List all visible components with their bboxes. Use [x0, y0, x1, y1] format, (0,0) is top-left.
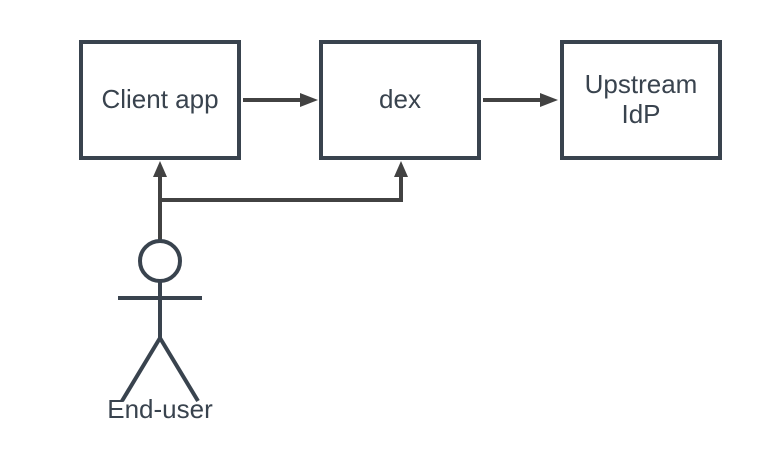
arrowhead-icon-end-user-to-client-app: [153, 161, 167, 177]
arrowhead-icon-dex-to-upstream-idp: [540, 93, 558, 107]
node-client-app: Client app: [79, 40, 241, 160]
actor-leg-right-icon: [158, 336, 200, 403]
arrowhead-icon-end-user-to-dex: [394, 161, 408, 177]
node-upstream-idp: Upstream IdP: [560, 40, 722, 160]
actor-leg-left-icon: [120, 336, 162, 403]
node-upstream-idp-label: Upstream IdP: [584, 69, 698, 129]
arrowhead-icon-client-app-to-dex: [300, 93, 318, 107]
end-user-actor-icon: [118, 239, 202, 403]
node-client-app-label: Client app: [101, 84, 219, 115]
actor-head-icon: [138, 239, 182, 283]
actor-label-end-user: End-user: [107, 394, 213, 424]
node-dex-label: dex: [379, 84, 421, 115]
node-dex: dex: [319, 40, 481, 160]
edge-end-user-to-dex: [160, 176, 403, 202]
